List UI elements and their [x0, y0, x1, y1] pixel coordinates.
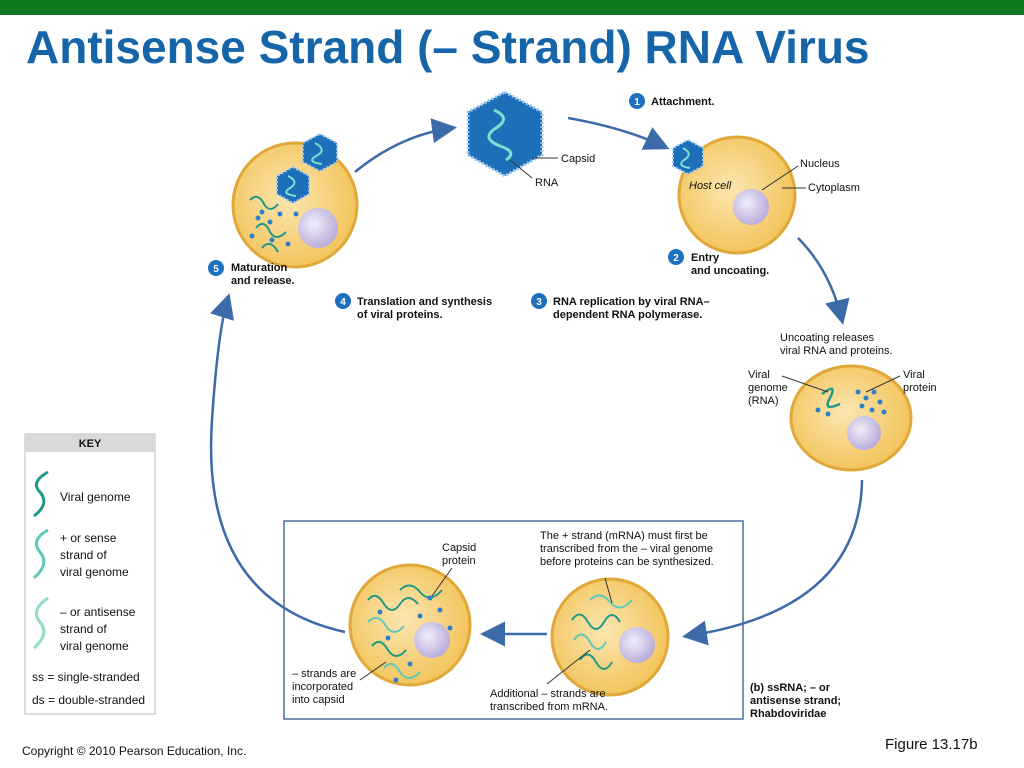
step-5: 5 Maturation and release.	[208, 260, 295, 287]
panel-caption-line2: antisense strand;	[750, 695, 841, 707]
uncoating-note-line2: viral RNA and proteins.	[780, 345, 893, 357]
step-3-label-line1: RNA replication by viral RNA–	[553, 296, 710, 308]
antisense-strand-key-icon	[32, 596, 49, 650]
step-5-label-line1: Maturation	[231, 262, 288, 274]
figure-number: Figure 13.17b	[885, 736, 978, 753]
label-host-cell: Host cell	[689, 180, 732, 192]
label-capsid-protein-line1: Capsid	[442, 542, 476, 554]
label-rna: RNA	[535, 177, 559, 189]
arrow-virion-to-attachment	[567, 116, 670, 150]
cell-replication	[546, 577, 670, 697]
label-nucleus: Nucleus	[800, 158, 840, 170]
plus-strand-note-line3: before proteins can be synthesized.	[540, 556, 714, 568]
label-capsid: Capsid	[561, 153, 595, 165]
plus-strand-note-line2: transcribed from the – viral genome	[540, 543, 713, 555]
replication-panel	[283, 520, 744, 720]
svg-text:3: 3	[536, 297, 542, 308]
copyright-notice: Copyright © 2010 Pearson Education, Inc.	[22, 744, 247, 758]
nucleus	[619, 627, 655, 663]
key-item-3-line3: viral genome	[60, 639, 129, 653]
svg-text:5: 5	[213, 264, 219, 275]
key-item-2-line1: + or sense	[60, 531, 117, 545]
key-item-3-line1: – or antisense	[60, 605, 136, 619]
cell-attachment	[672, 135, 806, 255]
arrow-uncoating-to-replication	[682, 479, 864, 646]
additional-strands-line1: Additional – strands are	[490, 688, 606, 700]
step-5-label-line2: and release.	[231, 275, 295, 287]
strands-incorporated-line1: – strands are	[292, 668, 356, 680]
step-3-label-line2: dependent RNA polymerase.	[553, 309, 702, 321]
step-1: 1 Attachment.	[629, 93, 715, 109]
nucleus	[298, 208, 338, 248]
step-2: 2 Entry and uncoating.	[668, 249, 769, 277]
nucleus	[414, 622, 450, 658]
arrow-entry-to-uncoating	[797, 237, 850, 325]
key-abbrev-ds: ds = double-stranded	[32, 693, 145, 707]
svg-text:1: 1	[634, 97, 640, 108]
svg-text:4: 4	[340, 297, 346, 308]
arrow-assembly-to-release	[209, 293, 346, 634]
virion	[466, 90, 558, 179]
virion-rna-icon	[487, 108, 513, 162]
sense-strand-key-icon	[32, 528, 49, 580]
key-item-2-line2: strand of	[60, 548, 107, 562]
label-cytoplasm: Cytoplasm	[808, 182, 860, 194]
label-viral-genome-line1: Viral	[748, 369, 770, 381]
top-bar	[0, 0, 1024, 15]
viral-genome-icon	[821, 387, 841, 409]
panel-caption-line3: Rhabdoviridae	[750, 708, 826, 720]
key-abbrev-ss: ss = single-stranded	[32, 670, 140, 684]
key-heading: KEY	[79, 438, 102, 450]
key-box: KEY Viral genome + or sense strand of vi…	[24, 433, 156, 715]
label-viral-genome-line2: genome	[748, 382, 788, 394]
arrow-release-to-virion	[354, 118, 457, 173]
step-4-label-line2: of viral proteins.	[357, 309, 443, 321]
nucleus	[733, 189, 769, 225]
strands-incorporated-line3: into capsid	[292, 694, 345, 706]
uncoating-note-line1: Uncoating releases	[780, 332, 875, 344]
step-1-label: Attachment.	[651, 96, 715, 108]
step-4: 4 Translation and synthesis of viral pro…	[335, 293, 492, 321]
plus-strand-note-line1: The + strand (mRNA) must first be	[540, 530, 708, 542]
svg-text:2: 2	[673, 253, 679, 264]
cycle-arrows	[209, 116, 864, 647]
key-item-1: Viral genome	[60, 490, 131, 504]
key-item-2-line3: viral genome	[60, 565, 129, 579]
slide-title: Antisense Strand (– Strand) RNA Virus	[26, 21, 870, 73]
virion-capsid	[466, 90, 544, 178]
step-2-label-line1: Entry	[691, 252, 720, 264]
nucleus	[847, 416, 881, 450]
label-capsid-protein-line2: protein	[442, 555, 476, 567]
cell-assembly	[348, 563, 472, 687]
key-item-3-line2: strand of	[60, 622, 107, 636]
cell-release	[231, 132, 359, 269]
strands-incorporated-line2: incorporated	[292, 681, 353, 693]
label-viral-protein-line2: protein	[903, 382, 937, 394]
step-3: 3 RNA replication by viral RNA– dependen…	[531, 293, 710, 321]
label-viral-protein-line1: Viral	[903, 369, 925, 381]
step-2-label-line2: and uncoating.	[691, 265, 769, 277]
additional-strands-line2: transcribed from mRNA.	[490, 701, 608, 713]
cell-uncoating	[781, 364, 913, 472]
label-viral-genome-line3: (RNA)	[748, 395, 779, 407]
step-4-label-line1: Translation and synthesis	[357, 296, 492, 308]
viral-genome-key-icon	[33, 470, 49, 518]
panel-caption-line1: (b) ssRNA; – or	[750, 682, 831, 694]
